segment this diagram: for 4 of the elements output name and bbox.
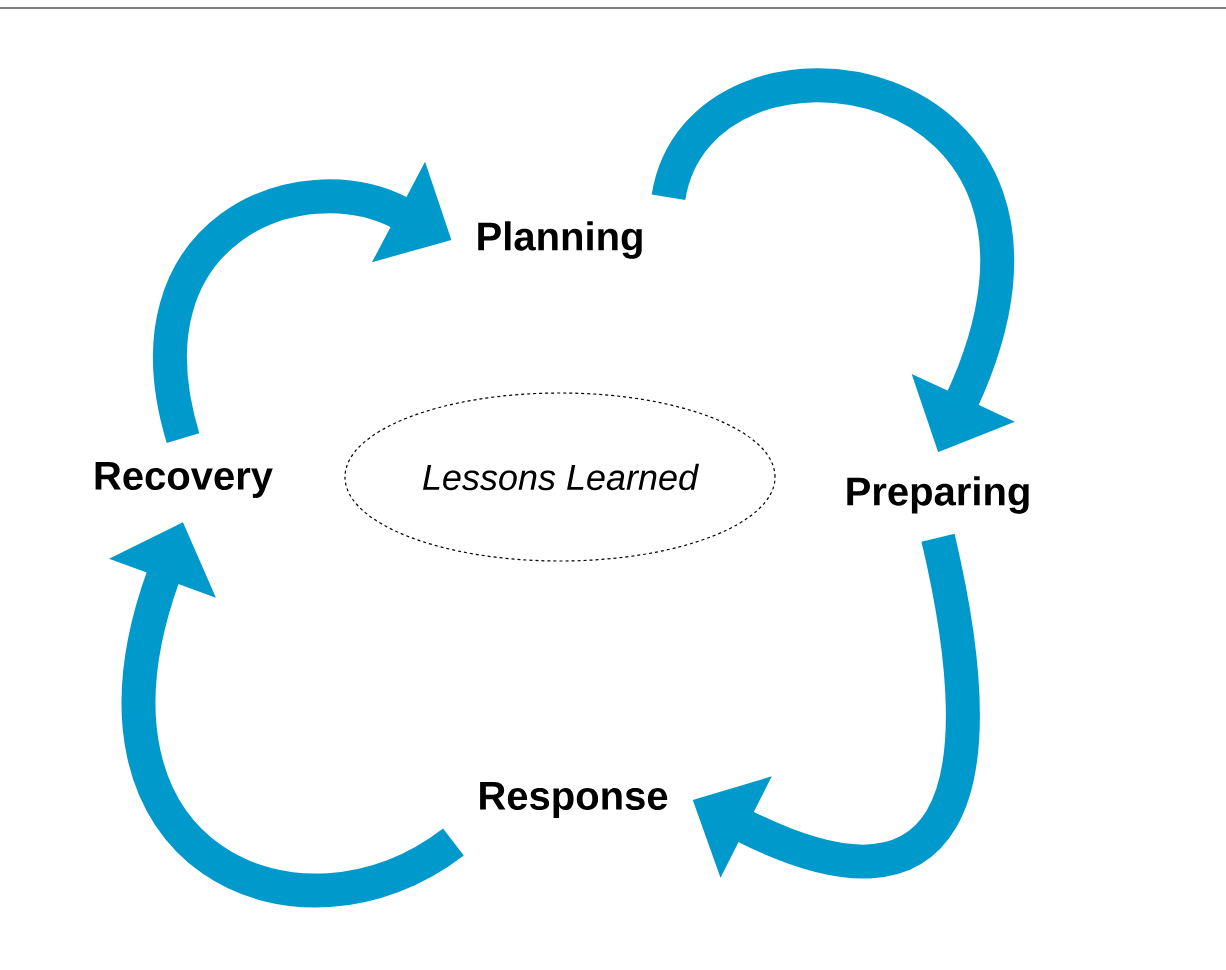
phase-label: Response: [480, 782, 668, 818]
phase-label: Planning: [478, 221, 642, 259]
phase-label: Preparing: [847, 476, 1029, 514]
phase-label: Recovery: [95, 462, 273, 498]
